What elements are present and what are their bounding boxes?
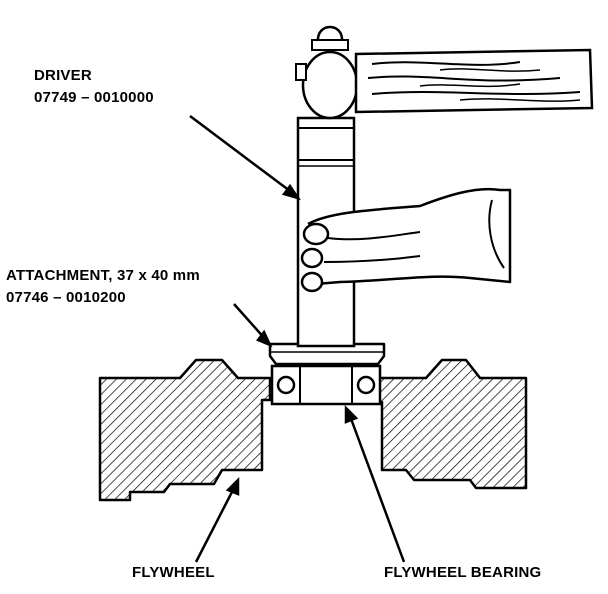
- flywheel-label: FLYWHEEL: [132, 564, 215, 581]
- flywheel-bearing: [270, 364, 382, 406]
- driver-leader: [189, 115, 295, 195]
- driver-label: DRIVER: [34, 67, 92, 84]
- leader-lines: [189, 115, 406, 563]
- flywheel-bearing-label: FLYWHEEL BEARING: [384, 564, 542, 581]
- flywheel-leader: [194, 487, 236, 563]
- bearing-ball-right: [356, 375, 376, 395]
- flywheel-right-section: [374, 358, 528, 490]
- bearing-ball-left: [276, 375, 296, 395]
- driver-tool: [295, 25, 359, 348]
- attachment-disc: [268, 342, 386, 366]
- bearing-leader: [348, 415, 406, 563]
- attachment-leader: [233, 303, 267, 341]
- attachment-label: ATTACHMENT, 37 x 40 mm: [6, 267, 200, 284]
- attachment-part-number: 07746 – 0010200: [6, 289, 126, 306]
- hammer: [354, 48, 594, 114]
- driver-part-number: 07749 – 0010000: [34, 89, 154, 106]
- hand: [300, 187, 512, 293]
- flywheel-left-section: [98, 358, 272, 502]
